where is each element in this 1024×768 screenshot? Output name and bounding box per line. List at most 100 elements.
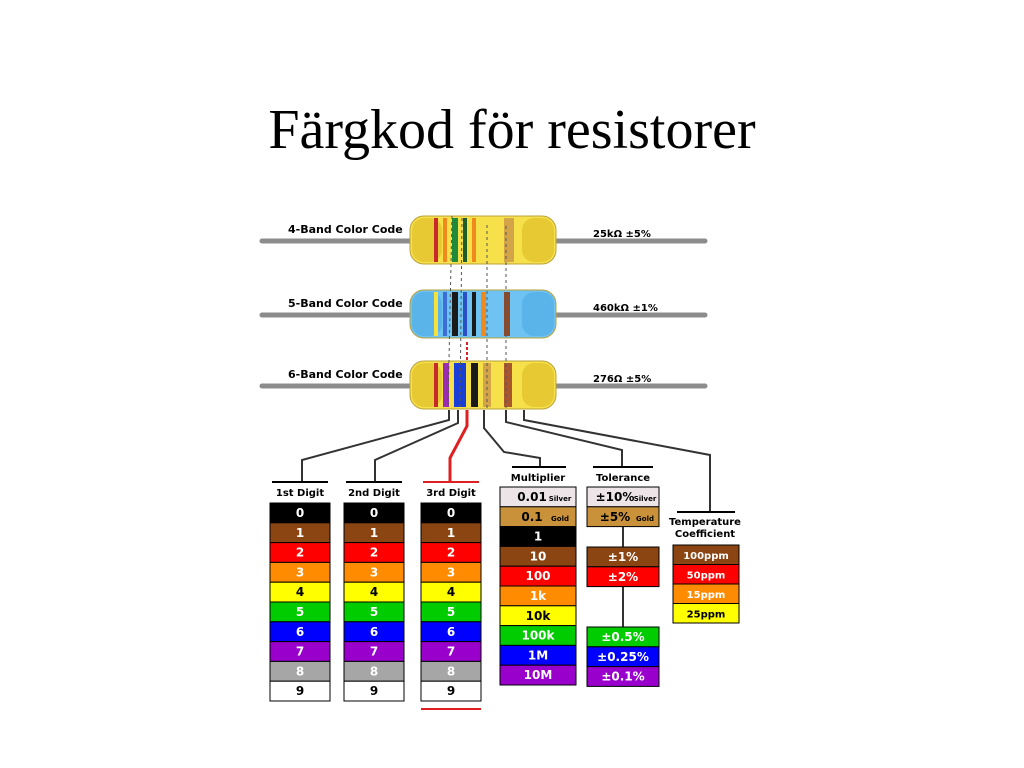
column-header: Multiplier [511,473,566,484]
tolerance-cell-sublabel: Gold [636,515,654,523]
page-title: Färgkod för resistorer [268,99,756,161]
color-band [452,292,458,336]
resistor-label: 6-Band Color Code [288,368,403,381]
multiplier-cell-label: 100k [521,629,555,643]
tolerance-cell-label: ±5% [600,510,630,524]
temp-coefficient-cell-label: 50ppm [687,571,726,582]
color-band [434,218,438,262]
digit-cell-label: 5 [447,605,455,619]
digit-cell-label: 1 [370,526,378,540]
connector-wire [505,410,623,467]
resistor-value: 460kΩ ±1% [593,303,658,314]
multiplier-cell-label: 1 [534,530,542,544]
tolerance-cell-sublabel: Silver [634,495,657,503]
multiplier-cell-label: 0.01 [517,490,547,504]
column-header-line2: Coefficient [675,529,735,540]
digit-cell-label: 6 [447,625,455,639]
digit-cell-label: 7 [370,645,378,659]
digit-cell-label: 0 [370,506,378,520]
multiplier-cell-label: 1M [528,648,548,662]
digit-cell-label: 9 [447,684,455,698]
color-band [443,363,449,407]
resistor-6-band: 6-Band Color Code 276Ω ±5% [259,360,708,410]
column-header: 2nd Digit [348,488,400,499]
color-band [472,292,476,336]
color-band [472,218,476,262]
resistor-end-cap [522,363,554,407]
color-band [454,363,466,407]
color-band [434,363,438,407]
resistor-5-band: 5-Band Color Code 460kΩ ±1% [259,289,708,339]
color-band [463,218,467,262]
digit-cell-label: 4 [370,585,378,599]
temp-coefficient-cell-label: 100ppm [683,551,729,562]
color-band [471,363,478,407]
digit-cell-label: 6 [296,625,304,639]
column-header: Tolerance [596,473,650,484]
digit-cell-label: 7 [296,645,304,659]
temp-coefficient-cell-label: 25ppm [687,610,726,621]
multiplier-cell-label: 10k [526,609,552,623]
digit-cell [343,680,405,702]
tolerance-cell [586,666,660,687]
digit-cell-label: 2 [296,546,304,560]
digit-cell-label: 4 [296,585,304,599]
digit-cell-label: 9 [370,684,378,698]
color-band [481,292,486,336]
digit-cell-label: 1 [447,526,455,540]
highlight-connector-wire [448,410,469,482]
digit-cell-label: 7 [447,645,455,659]
resistor-value: 276Ω ±5% [593,374,651,385]
digit-cell-label: 8 [447,664,455,678]
digit-cell-label: 2 [447,546,455,560]
tolerance-cell-label: ±1% [608,550,638,564]
digit-cell-label: 0 [447,506,455,520]
color-band [443,218,447,262]
multiplier-cell-label: 1k [530,589,547,603]
tolerance-cell-label: ±2% [608,570,638,584]
tolerance-cell [586,566,660,588]
color-band [504,292,510,336]
tolerance-column: Tolerance ±10%Silver ±5% Gold ±1% ±2% ±0.5% ±0.… [586,466,660,687]
color-band [443,292,447,336]
digit-cell-label: 6 [370,625,378,639]
digit-cell-label: 5 [370,605,378,619]
temp-coefficient-cell-label: 15ppm [687,590,726,601]
digit-cell-label: 5 [296,605,304,619]
digit-cell-label: 4 [447,585,455,599]
tolerance-cell-label: ±0.5% [601,630,644,644]
tolerance-cell-label: ±10% [596,490,635,504]
color-band [452,218,458,262]
tolerance-cell-label: ±0.1% [601,670,644,684]
resistor-label: 4-Band Color Code [288,223,403,236]
multiplier-cell-label: 10 [530,549,547,563]
digit-cell [420,680,482,702]
connector-wire [523,410,711,512]
connector-wire [301,410,450,482]
digit-cell [269,680,331,702]
temp-coefficient-cell [672,603,740,624]
digit-cell-label: 8 [370,664,378,678]
digit-cell-label: 1 [296,526,304,540]
digit-cell-label: 0 [296,506,304,520]
digit-cell-label: 9 [296,684,304,698]
digit-column-3: 3rd Digit 0 1 2 3 4 5 6 7 8 9 [420,481,482,710]
resistor-end-cap [522,292,554,336]
connector-wire [374,410,459,482]
multiplier-cell-sublabel: Gold [551,515,569,523]
digit-cell-label: 2 [370,546,378,560]
connector-wire [483,410,541,467]
column-header: 1st Digit [276,488,324,499]
color-band [504,363,512,407]
column-header: 3rd Digit [426,488,476,499]
multiplier-cell-label: 100 [525,569,550,583]
color-band [483,363,491,407]
resistor-label: 5-Band Color Code [288,297,403,310]
digit-cell-label: 3 [447,565,455,579]
guide-line [447,215,453,409]
column-header-line1: Temperature [669,517,741,528]
